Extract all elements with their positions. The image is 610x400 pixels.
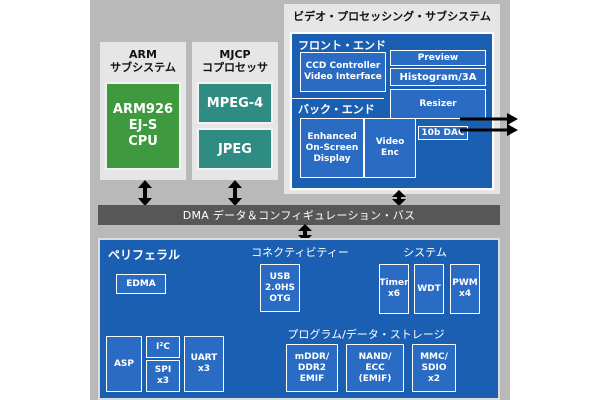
spi-block: SPI x3 bbox=[146, 360, 180, 392]
mddr-emif-block: mDDR/ DDR2 EMIF bbox=[286, 344, 338, 392]
enhanced-osd-block: Enhanced On-Screen Display bbox=[300, 118, 364, 178]
peripherals-panel: ペリフェラル コネクティビティー システム プログラム/データ・ストレージ ED… bbox=[98, 238, 500, 400]
arm-bus-arrow bbox=[138, 180, 152, 206]
10b-dac-block: 10b DAC bbox=[418, 126, 468, 140]
usb-otg-block: USB 2.0HS OTG bbox=[260, 264, 300, 312]
arm-subsystem-title: ARM サブシステム bbox=[110, 48, 176, 74]
mjcp-title: MJCP コプロセッサ bbox=[202, 48, 268, 74]
dma-config-bus: DMA データ＆コンフィギュレーション・バス bbox=[98, 205, 500, 225]
i2c-block: I²C bbox=[146, 336, 180, 358]
backend-divider bbox=[292, 98, 384, 99]
timer-block: Timer x6 bbox=[379, 264, 409, 314]
jpeg-block: JPEG bbox=[197, 128, 273, 170]
vpss-panel: フロント・エンド CCD Controller Video Interface … bbox=[290, 32, 494, 190]
asp-block: ASP bbox=[106, 336, 142, 392]
nand-ecc-block: NAND/ ECC (EMIF) bbox=[346, 344, 404, 392]
arm-subsystem: ARM サブシステム ARM926 EJ-S CPU bbox=[100, 42, 186, 180]
arm926-cpu: ARM926 EJ-S CPU bbox=[105, 82, 181, 170]
wdt-block: WDT bbox=[414, 264, 444, 314]
output-arrow-1 bbox=[460, 113, 518, 125]
ccd-controller-block: CCD Controller Video Interface bbox=[300, 52, 386, 92]
video-enc-block: Video Enc bbox=[364, 118, 416, 178]
mjcp-bus-arrow bbox=[228, 180, 242, 206]
vpss-title: ビデオ・プロセッシング・サブシステム bbox=[293, 10, 491, 23]
output-arrow-2 bbox=[460, 124, 518, 136]
dac-output-arrows bbox=[460, 113, 518, 136]
vpss-bus-arrow bbox=[392, 190, 406, 206]
storage-label: プログラム/データ・ストレージ bbox=[287, 328, 445, 341]
resizer-block: Resizer bbox=[390, 89, 486, 119]
connectivity-label: コネクティビティー bbox=[251, 246, 349, 259]
peripherals-label: ペリフェラル bbox=[108, 248, 181, 262]
preview-block: Preview bbox=[390, 50, 486, 66]
video-processing-subsystem: ビデオ・プロセッシング・サブシステム フロント・エンド CCD Controll… bbox=[284, 4, 500, 194]
uart-block: UART x3 bbox=[184, 336, 224, 392]
edma-block: EDMA bbox=[116, 274, 166, 294]
mpeg4-block: MPEG-4 bbox=[197, 82, 273, 124]
backend-label: バック・エンド bbox=[298, 103, 375, 116]
pwm-block: PWM x4 bbox=[450, 264, 480, 314]
histogram-block: Histogram/3A bbox=[390, 68, 486, 86]
mmc-sdio-block: MMC/ SDIO x2 bbox=[412, 344, 456, 392]
frontend-label: フロント・エンド bbox=[298, 39, 386, 52]
system-label: システム bbox=[403, 246, 447, 259]
mjcp-coprocessor: MJCP コプロセッサ MPEG-4 JPEG bbox=[192, 42, 278, 180]
